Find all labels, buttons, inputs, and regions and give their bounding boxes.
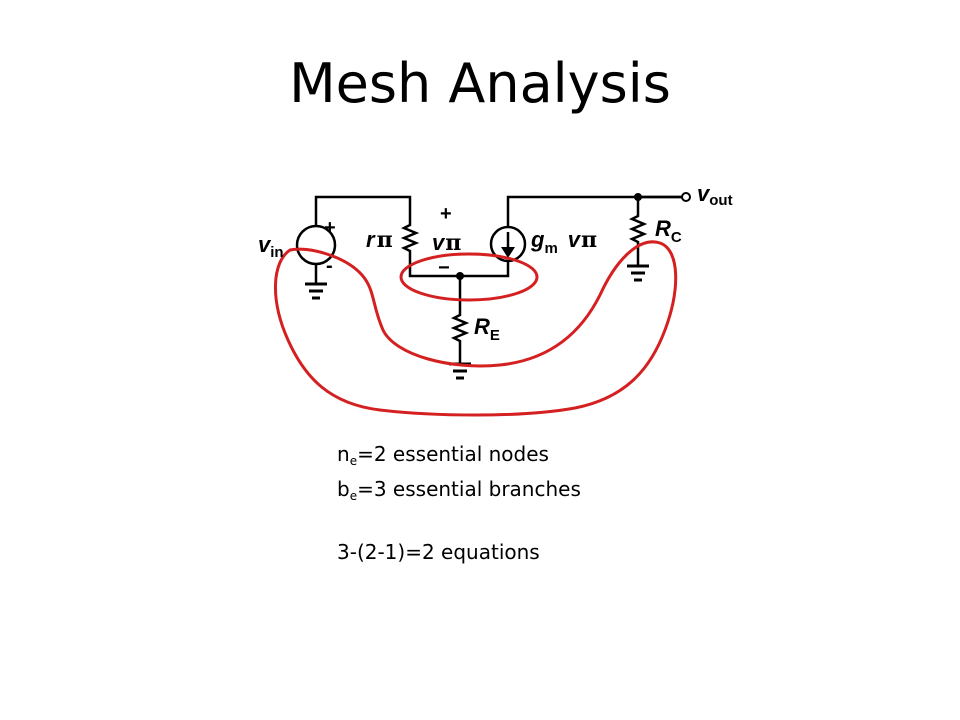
- rpi-label: rπ: [366, 227, 393, 253]
- rc-label: RC: [655, 216, 682, 246]
- supermesh-loop: [273, 240, 678, 417]
- wire-emitter-right: [460, 262, 510, 278]
- essential-nodes-line: ne=2 essential nodes: [337, 442, 549, 468]
- essential-branches-line: be=3 essential branches: [337, 477, 581, 503]
- vout-label: vout: [697, 181, 733, 209]
- node-emitter: [456, 272, 464, 280]
- supernode-ellipse: [399, 252, 539, 302]
- vin-label: vin: [258, 232, 284, 261]
- analysis-notes: ne=2 essential nodes be=3 essential bran…: [337, 440, 581, 566]
- slide-title: Mesh Analysis: [289, 52, 671, 115]
- wire-top-right: [506, 195, 682, 226]
- re-label: RE: [474, 314, 500, 344]
- gm-current-source: [489, 225, 527, 263]
- wire-emitter-left: [408, 254, 460, 278]
- vpi-minus-sign: −: [438, 257, 450, 279]
- ground-icon: [627, 264, 649, 282]
- rpi-resistor: [400, 222, 420, 254]
- output-terminal: [681, 192, 691, 202]
- rc-resistor: [628, 213, 648, 245]
- wire-top-left: [314, 195, 412, 226]
- node-collector: [634, 193, 642, 201]
- ground-icon: [305, 282, 327, 300]
- equations-line: 3-(2-1)=2 equations: [337, 540, 540, 564]
- notes-spacer: [337, 510, 581, 538]
- vpi-label: vπ: [432, 230, 461, 256]
- vpi-plus-sign: +: [440, 203, 452, 225]
- source-minus-sign: -: [326, 255, 333, 277]
- re-resistor: [450, 312, 470, 344]
- source-plus-sign: +: [324, 217, 336, 239]
